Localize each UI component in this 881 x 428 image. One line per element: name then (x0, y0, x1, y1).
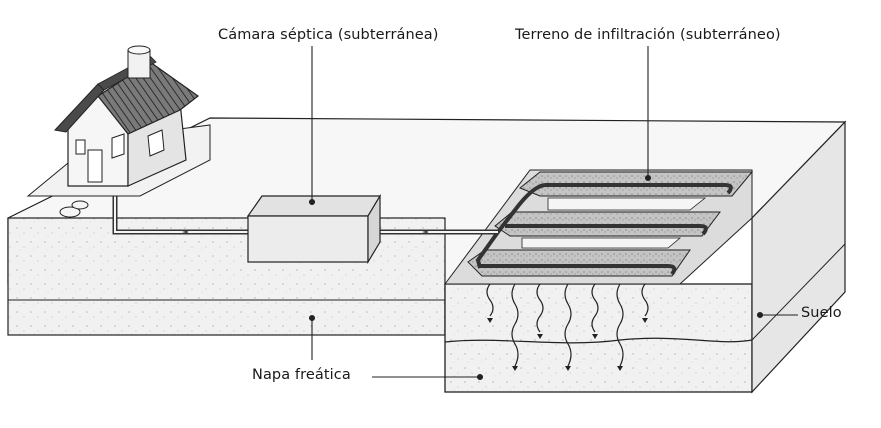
soil-cutaway-block (444, 120, 846, 394)
arrow-heads (487, 318, 648, 371)
cleanout-covers (59, 200, 89, 218)
water-table-label: Napa freática (252, 367, 351, 383)
house (54, 45, 200, 187)
percolation-arrows (486, 283, 649, 367)
leader-lines (308, 46, 798, 381)
septic-chamber (246, 193, 382, 265)
soil-label: Suelo (801, 305, 842, 321)
main-pipe (112, 196, 498, 235)
septic-chamber-label: Cámara séptica (subterránea) (218, 27, 439, 43)
infiltration-field-label: Terreno de infiltración (subterráneo) (515, 27, 781, 43)
